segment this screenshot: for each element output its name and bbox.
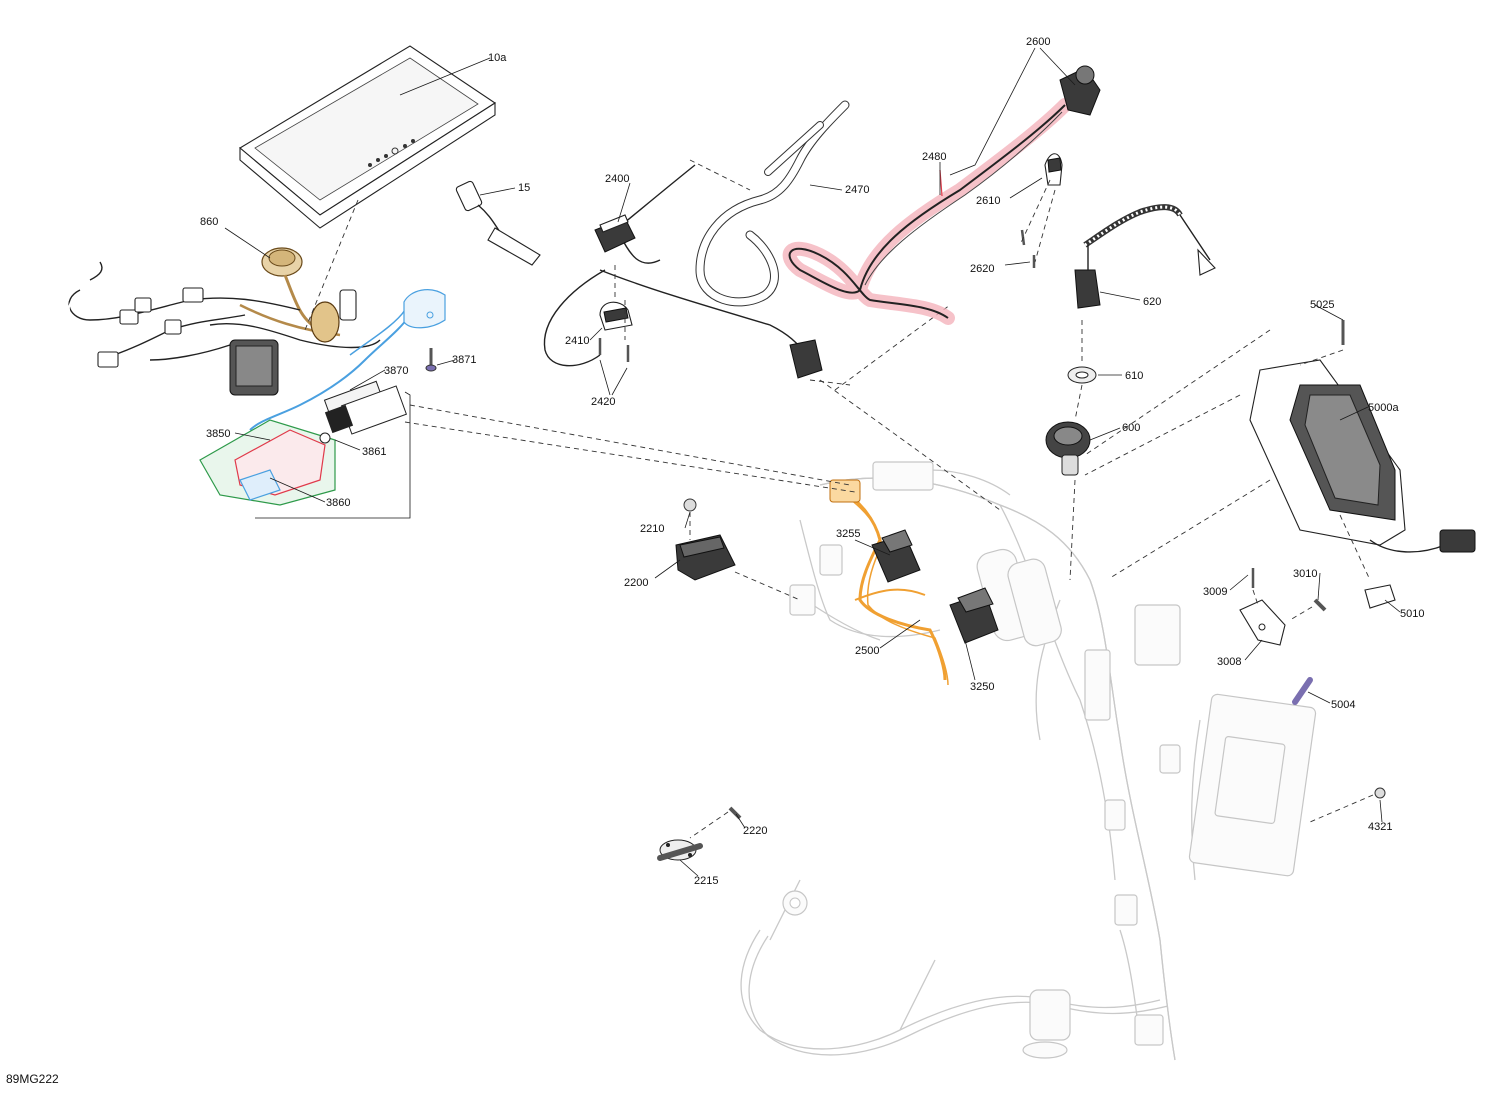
callout-600: 600 [1122,422,1140,434]
callout-2210: 2210 [640,523,664,535]
assembly-guides [304,199,856,493]
callout-3250: 3250 [970,681,994,693]
bracket-group [1239,568,1386,823]
left-harness-cluster [68,247,446,519]
sensor-2200 [675,498,801,601]
switch-group-2400 [543,100,1001,511]
callout-620: 620 [1143,296,1161,308]
callout-2200: 2200 [624,577,648,589]
callout-3850: 3850 [206,428,230,440]
callout-2220: 2220 [743,825,767,837]
callout-2420: 2420 [591,396,615,408]
drawing-reference-code: 89MG222 [6,1072,59,1086]
callout-5010: 5010 [1400,608,1424,620]
callout-3255: 3255 [836,528,860,540]
callout-3860: 3860 [326,497,350,509]
callout-3870: 3870 [384,365,408,377]
callout-labels: 10a 15 860 2400 2470 2480 2600 2610 2620… [200,36,1424,887]
callout-5025: 5025 [1310,299,1334,311]
callout-3010: 3010 [1293,568,1317,580]
callout-15: 15 [518,182,530,194]
callout-2215: 2215 [694,875,718,887]
main-harness-ghost [740,461,1317,1061]
module-5000a [1084,320,1476,609]
stud-2215 [657,806,742,861]
callout-2600: 2600 [1026,36,1050,48]
ignition-group [1019,65,1216,581]
callout-10a: 10a [488,52,507,64]
callout-2470: 2470 [845,184,869,196]
display-unit [239,45,497,229]
callout-3861: 3861 [362,446,386,458]
callout-5004: 5004 [1331,699,1355,711]
harness-2500 [829,479,999,686]
callout-3871: 3871 [452,354,476,366]
leader-lines [224,47,1401,877]
callout-2500: 2500 [855,645,879,657]
connector-15 [455,180,541,266]
callout-3008: 3008 [1217,656,1241,668]
callout-2480: 2480 [922,151,946,163]
callout-2610: 2610 [976,195,1000,207]
callout-2410: 2410 [565,335,589,347]
callout-860: 860 [200,216,218,228]
callout-2400: 2400 [605,173,629,185]
callout-610: 610 [1125,370,1143,382]
callout-4321: 4321 [1368,821,1392,833]
callout-2620: 2620 [970,263,994,275]
cable-2480-highlight [782,98,1072,325]
callout-5000a: 5000a [1368,402,1399,414]
callout-3009: 3009 [1203,586,1227,598]
